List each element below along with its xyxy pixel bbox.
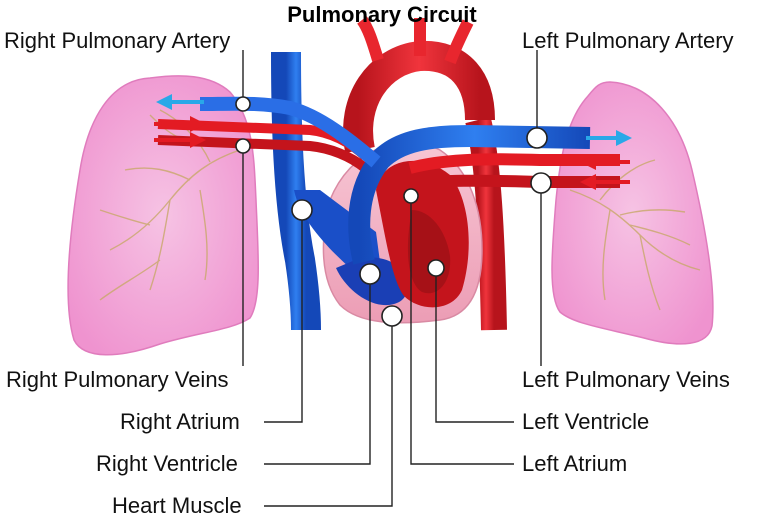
aorta-branch-1: [357, 16, 384, 62]
marker-left-pulmonary-veins: [530, 172, 552, 194]
label-right-pulmonary-artery: Right Pulmonary Artery: [4, 28, 231, 53]
marker-heart-muscle: [381, 305, 403, 327]
label-left-pulmonary-veins: Left Pulmonary Veins: [522, 367, 730, 392]
label-left-pulmonary-artery: Left Pulmonary Artery: [522, 28, 734, 53]
marker-right-ventricle: [359, 263, 381, 285]
marker-right-atrium: [291, 199, 313, 221]
left-pulmonary-vein-1: [408, 153, 620, 174]
right-pulmonary-vein-2: [157, 135, 369, 172]
marker-right-pulmonary-artery: [235, 96, 251, 112]
right-pulmonary-artery-vessel: [199, 96, 381, 168]
label-right-atrium: Right Atrium: [120, 409, 240, 434]
pulmonary-trunk: [348, 124, 591, 265]
right-lung-bronchi: [99, 109, 241, 301]
marker-left-pulmonary-artery: [526, 127, 548, 149]
flow-arrow-red-right-2: [580, 174, 630, 190]
flow-arrow-red-left-2: [154, 132, 206, 148]
marker-left-ventricle: [427, 259, 445, 277]
markers: [235, 96, 552, 327]
leader-right-ventricle: [264, 274, 371, 465]
marker-left-atrium: [403, 188, 419, 204]
right-lung: [67, 75, 259, 356]
leader-right-atrium: [264, 210, 303, 423]
label-left-ventricle: Left Ventricle: [522, 409, 650, 434]
label-right-pulmonary-veins: Right Pulmonary Veins: [6, 367, 229, 392]
leader-left-ventricle: [435, 268, 514, 423]
label-heart-muscle: Heart Muscle: [112, 493, 242, 518]
flow-arrow-blue-right: [586, 130, 632, 146]
marker-right-pulmonary-veins: [235, 138, 251, 154]
flow-arrow-blue-left: [156, 94, 204, 110]
leader-left-atrium: [410, 196, 514, 465]
diagram-title: Pulmonary Circuit: [287, 2, 477, 27]
left-lung: [551, 81, 714, 345]
label-left-atrium: Left Atrium: [522, 451, 628, 476]
flow-arrow-red-right-1: [580, 154, 630, 170]
aortic-arch: [343, 40, 495, 153]
label-right-ventricle: Right Ventricle: [96, 451, 238, 476]
flow-arrow-red-left-1: [154, 116, 206, 132]
leader-heart-muscle: [264, 318, 393, 507]
leader-lines: [242, 50, 542, 507]
left-lung-bronchi: [569, 159, 701, 311]
aorta-branch-3: [444, 19, 474, 65]
